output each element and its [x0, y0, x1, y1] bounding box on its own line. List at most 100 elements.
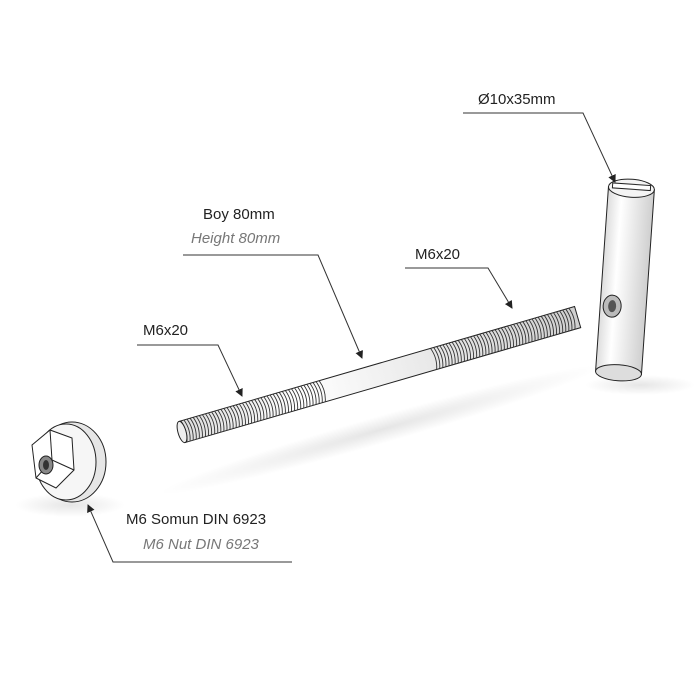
thread-ridge: [463, 338, 471, 360]
thread-ridge: [257, 398, 265, 420]
thread-ridge: [506, 325, 515, 348]
thread-ridge: [451, 341, 459, 364]
thread-ridge: [217, 409, 225, 432]
thread-ridge: [537, 316, 545, 339]
thread-ridge: [223, 408, 231, 430]
thread-ridge: [303, 384, 311, 407]
thread-ridge: [503, 326, 511, 349]
thread-ridge: [220, 409, 228, 431]
thread-ridge: [479, 333, 487, 356]
thread-ridge: [309, 383, 317, 405]
thread-ridge: [473, 335, 481, 357]
thread-ridge: [235, 404, 243, 426]
thread-ridge: [528, 319, 536, 341]
thread-ridge: [263, 396, 271, 418]
thread-ridge: [275, 392, 283, 415]
thread-ridge: [186, 418, 194, 441]
thread-ridge: [476, 334, 484, 357]
thread-ridge: [208, 412, 216, 434]
thread-right-label: M6x20: [415, 246, 461, 263]
thread-ridge: [198, 415, 206, 437]
thread-ridge: [433, 347, 441, 369]
thread-ridge: [291, 388, 299, 410]
thread-ridge: [470, 336, 478, 358]
thread-ridge: [278, 392, 286, 414]
leader-barrel: [463, 112, 616, 183]
thread-ridge: [288, 389, 296, 411]
thread-ridge: [269, 394, 277, 417]
thread-right: [430, 307, 576, 370]
thread-ridge: [294, 387, 302, 410]
thread-ridge: [494, 329, 502, 351]
leader-nut: [87, 504, 292, 563]
leader-thread-right: [405, 267, 513, 309]
thread-ridge: [562, 309, 570, 332]
thread-ridge: [482, 332, 490, 355]
thread-ridge: [306, 384, 314, 406]
thread-ridge: [559, 310, 567, 333]
nut-shadow: [15, 493, 125, 517]
thread-ridge: [251, 400, 259, 422]
thread-ridge: [491, 330, 499, 352]
thread-ridge: [543, 315, 551, 337]
thread-ridge: [556, 311, 564, 333]
thread-ridge: [439, 345, 447, 367]
thread-ridge: [522, 321, 530, 343]
thread-ridge: [226, 407, 234, 429]
thread-ridge: [516, 323, 524, 345]
thread-ridge: [454, 340, 462, 363]
thread-ridge: [460, 339, 468, 361]
thread-ridge: [519, 322, 527, 344]
thread-ridge: [430, 348, 438, 370]
thread-ridge: [318, 380, 326, 402]
thread-ridge: [211, 411, 219, 434]
thread-ridge: [229, 406, 237, 428]
thread-ridge: [513, 323, 521, 346]
nut-label: M6 Somun DIN 6923: [126, 511, 267, 528]
thread-ridge: [312, 382, 320, 404]
flange-nut: [31, 421, 107, 503]
thread-ridge: [448, 342, 456, 365]
slot: [611, 182, 652, 192]
thread-ridge: [531, 318, 539, 341]
thread-ridge: [550, 313, 558, 335]
barrel-nut-label: Ø10x35mm: [478, 91, 556, 108]
thread-ridge: [201, 414, 210, 436]
thread-ridge: [284, 390, 292, 412]
length-label: Boy 80mm: [203, 206, 275, 223]
barrel-shadow: [585, 375, 695, 395]
thread-ridge: [297, 386, 305, 409]
thread-ridge: [195, 416, 203, 438]
thread-ridge: [315, 381, 323, 403]
thread-ridge: [436, 346, 444, 368]
thread-ridge: [260, 397, 268, 419]
thread-ridge: [232, 405, 240, 427]
thread-ridge: [205, 413, 213, 435]
thread-ridge: [266, 395, 274, 418]
leader-length: [183, 254, 363, 359]
barrel-nut: [595, 178, 655, 382]
thread-ridge: [183, 419, 191, 442]
thread-ridge: [525, 320, 533, 342]
thread-ridge: [241, 402, 249, 425]
thread-ridge: [497, 328, 505, 350]
thread-ridge: [192, 417, 200, 439]
threaded-rod: [176, 305, 582, 444]
thread-ridge: [189, 417, 197, 440]
thread-ridge: [238, 403, 246, 426]
rod-shadow: [158, 365, 602, 495]
leader-thread-left: [137, 344, 243, 397]
thread-ridge: [534, 317, 542, 340]
length-label-en: Height 80mm: [191, 230, 281, 247]
nut-label-en: M6 Nut DIN 6923: [143, 536, 259, 553]
thread-ridge: [546, 314, 554, 336]
thread-ridge: [488, 331, 496, 353]
thread-left-label: M6x20: [143, 322, 189, 339]
thread-ridge: [300, 385, 308, 408]
thread-ridge: [254, 399, 262, 421]
thread-ridge: [272, 393, 280, 416]
thread-ridge: [442, 344, 450, 366]
thread-ridge: [467, 337, 475, 359]
